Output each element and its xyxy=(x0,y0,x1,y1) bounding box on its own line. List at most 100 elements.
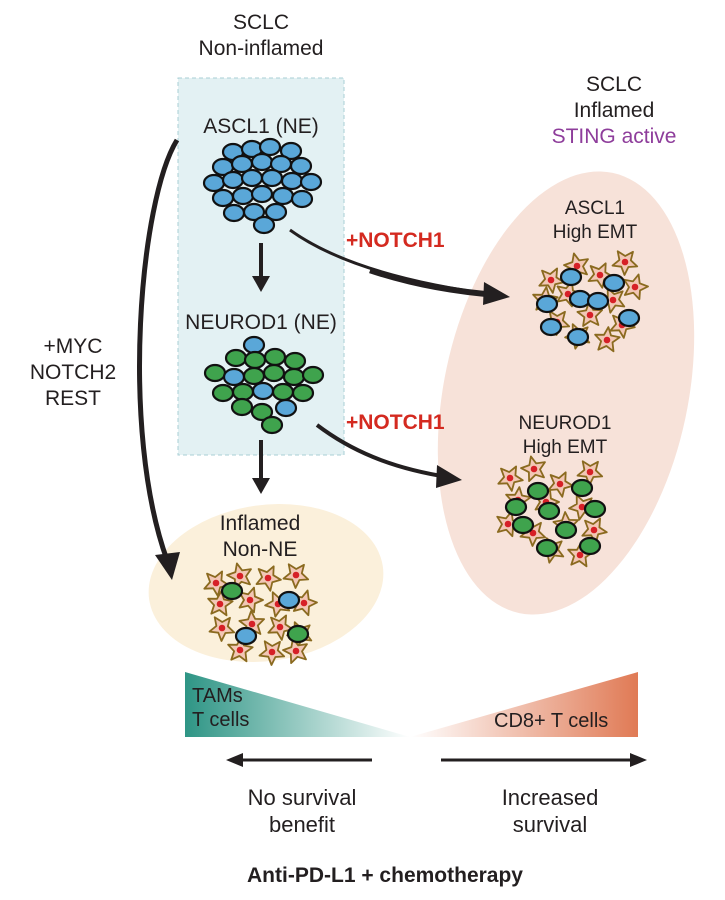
stellate-cell xyxy=(258,640,286,666)
myc-notch2-rest-label: +MYC NOTCH2 REST xyxy=(18,334,128,412)
ne-cell-blue xyxy=(274,398,298,418)
ne-cell-green xyxy=(224,348,248,368)
increased-survival-line2: survival xyxy=(512,812,588,837)
emt-cell-green xyxy=(535,538,559,558)
notch1-lower-arrow xyxy=(315,423,449,479)
ne-cell-blue xyxy=(242,202,266,222)
stellate-cell xyxy=(520,455,546,483)
myc-label-line3: REST xyxy=(44,387,101,410)
ne-cell-blue xyxy=(289,156,313,176)
inflamed-title: SCLC Inflamed STING active xyxy=(540,72,688,150)
neurod1-high-emt-line2: High EMT xyxy=(522,437,608,458)
ne-cell-green xyxy=(282,367,306,387)
emt-cell-green xyxy=(537,501,561,521)
emt-cell-green xyxy=(578,536,602,556)
down-arrow-1 xyxy=(252,243,270,292)
ne-cell-green xyxy=(231,382,255,402)
stellate-cell xyxy=(576,460,604,486)
myc-arrow xyxy=(137,138,180,561)
non-inflamed-title: SCLC Non-inflamed xyxy=(181,10,341,62)
non-ne-cell-green xyxy=(286,624,310,644)
notch1-lower-arrowhead xyxy=(436,465,462,488)
emt-cell-green xyxy=(526,481,550,501)
ne-cell-blue xyxy=(290,189,314,209)
stellate-cell xyxy=(594,326,621,353)
ne-cell-green xyxy=(230,397,254,417)
ne-cell-green xyxy=(291,383,315,403)
inflamed-non-ne-line1: Inflamed xyxy=(219,512,301,535)
no-survival-line2: benefit xyxy=(268,812,336,837)
emt-cell-blue xyxy=(566,327,590,347)
ne-cell-blue xyxy=(271,186,295,206)
emt-cell-blue xyxy=(559,267,583,287)
ne-cell-green xyxy=(242,366,266,386)
tams-label: TAMs xyxy=(192,685,243,707)
notch1-lower-label: +NOTCH1 xyxy=(346,411,445,434)
no-survival-line1: No survival xyxy=(247,785,357,810)
stellate-cell xyxy=(547,471,574,498)
ne-cell-green xyxy=(203,363,227,383)
myc-arrowhead xyxy=(155,552,180,580)
ne-cell-blue xyxy=(250,184,274,204)
emt-cell-blue xyxy=(586,291,610,311)
emt-cell-green xyxy=(583,499,607,519)
notch1-upper-label: +NOTCH1 xyxy=(346,229,445,252)
stellate-cell xyxy=(576,301,603,327)
stellate-cell xyxy=(282,637,308,664)
footer-treatment-label: Anti-PD-L1 + chemotherapy xyxy=(247,864,523,887)
emt-cell-blue xyxy=(539,317,563,337)
ne-cell-blue xyxy=(222,203,246,223)
emt-cell-blue xyxy=(617,308,641,328)
tams-tcells-label: TAMs T cells xyxy=(192,684,292,732)
stellate-cell xyxy=(227,636,254,663)
inflamed-non-ne-line2: Non-NE xyxy=(222,538,298,561)
non-ne-cell-blue xyxy=(277,590,301,610)
gradient-right-wedge xyxy=(410,672,638,737)
neurod1-high-emt-line1: NEUROD1 xyxy=(518,413,612,434)
ascl1-high-emt-line1: ASCL1 xyxy=(564,198,626,219)
ne-cell-green xyxy=(262,363,286,383)
non-ne-cell-blue xyxy=(234,626,258,646)
emt-cell-blue xyxy=(568,289,592,309)
ne-cell-green xyxy=(260,415,284,435)
emt-cell-green xyxy=(570,478,594,498)
no-survival-benefit-label: No survival benefit xyxy=(222,784,382,838)
stellate-cell xyxy=(611,250,639,276)
ne-cell-blue xyxy=(231,186,255,206)
stellate-cell xyxy=(292,589,318,617)
ne-cell-green xyxy=(263,347,287,367)
stellate-cell xyxy=(255,565,282,592)
ne-cell-green xyxy=(271,382,295,402)
stellate-cell xyxy=(203,570,230,597)
ne-cell-blue xyxy=(280,171,304,191)
ne-cell-green xyxy=(283,351,307,371)
ne-cell-blue xyxy=(299,172,323,192)
left-outcome-arrow xyxy=(226,753,372,767)
ne-cell-blue xyxy=(202,173,226,193)
ne-cell-green xyxy=(211,383,235,403)
ne-cell-blue xyxy=(250,152,274,172)
emt-cell-green xyxy=(511,515,535,535)
notch1-upper-arrowhead xyxy=(483,282,510,305)
ne-cell-green xyxy=(243,350,267,370)
ne-cell-blue xyxy=(222,367,246,387)
ne-cell-blue xyxy=(279,141,303,161)
inflamed-title-line1: SCLC xyxy=(585,73,643,96)
gradient-left-wedge xyxy=(185,672,410,737)
stellate-cell xyxy=(207,590,234,617)
emt-cell-blue xyxy=(535,294,559,314)
non-ne-cell-green xyxy=(220,581,244,601)
stellate-cell xyxy=(282,563,310,589)
ne-cell-blue xyxy=(258,137,282,157)
ne-cell-blue xyxy=(252,215,276,235)
ne-cell-blue xyxy=(260,168,284,188)
ne-cell-blue xyxy=(264,202,288,222)
ascl1-ne-label: ASCL1 (NE) xyxy=(203,115,319,138)
ne-cell-blue xyxy=(240,168,264,188)
non-inflamed-title-line1: SCLC xyxy=(232,11,290,34)
ne-cell-blue xyxy=(221,170,245,190)
emt-cell-green xyxy=(554,520,578,540)
ne-cell-green xyxy=(301,365,325,385)
ascl1-high-emt-line2: High EMT xyxy=(552,222,638,243)
